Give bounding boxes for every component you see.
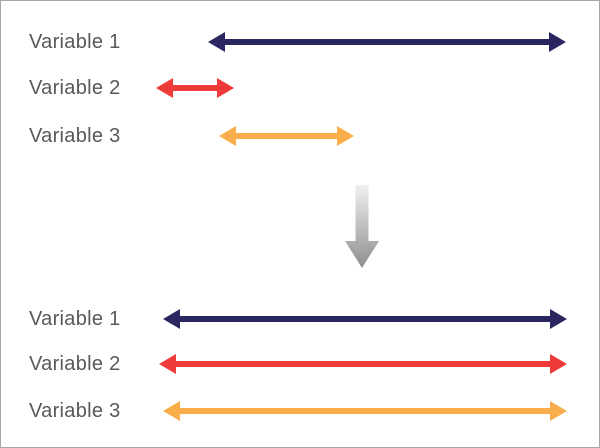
variable-row: Variable 1 bbox=[1, 27, 599, 57]
variable-row: Variable 1 bbox=[1, 304, 599, 334]
transform-down-arrow bbox=[345, 185, 379, 269]
range-arrow bbox=[208, 32, 566, 52]
variable-label: Variable 1 bbox=[29, 31, 121, 53]
range-arrow bbox=[159, 354, 567, 374]
range-arrow bbox=[163, 401, 567, 421]
variable-label: Variable 3 bbox=[29, 400, 121, 422]
range-arrow bbox=[219, 126, 354, 146]
variable-label: Variable 2 bbox=[29, 353, 121, 375]
variable-row: Variable 3 bbox=[1, 121, 599, 151]
variable-row: Variable 3 bbox=[1, 396, 599, 426]
down-arrow-icon bbox=[345, 185, 379, 268]
range-arrow bbox=[163, 309, 567, 329]
variable-label: Variable 1 bbox=[29, 308, 121, 330]
variable-label: Variable 3 bbox=[29, 125, 121, 147]
range-arrow bbox=[156, 78, 234, 98]
variable-label: Variable 2 bbox=[29, 77, 121, 99]
variable-row: Variable 2 bbox=[1, 349, 599, 379]
variable-row: Variable 2 bbox=[1, 73, 599, 103]
